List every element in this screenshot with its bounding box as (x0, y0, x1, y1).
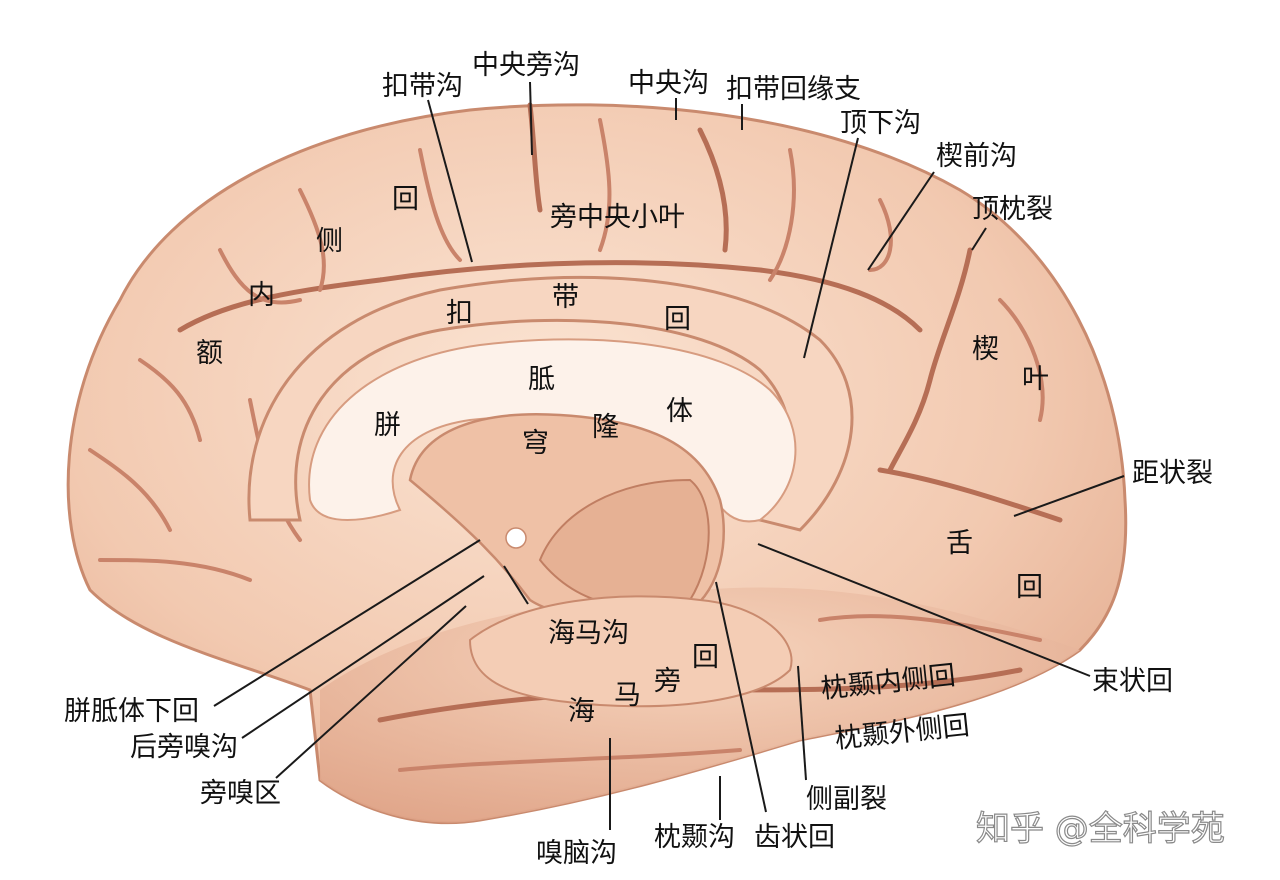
label-posterior-parolfactory-sulcus: 后旁嗅沟 (130, 732, 238, 763)
label-fornix-2: 隆 (592, 412, 619, 443)
label-cingulate-gyrus-2: 带 (552, 282, 579, 313)
label-parahippocampal-4: 回 (692, 642, 719, 673)
label-cuneus-1: 楔 (972, 334, 999, 365)
label-central-sulcus: 中央沟 (628, 68, 709, 99)
label-paracentral-sulcus: 中央旁沟 (472, 50, 580, 81)
hippocampal-region (468, 595, 793, 708)
label-occipitotemporal-sulcus: 枕颞沟 (654, 822, 735, 853)
label-lingual-gyrus-2: 回 (1016, 572, 1043, 603)
corpus-callosum (308, 338, 797, 523)
label-parieto-occipital-fissure: 顶枕裂 (972, 194, 1053, 225)
label-medial-frontal-4: 回 (392, 184, 419, 215)
label-medial-frontal-1: 额 (196, 338, 223, 369)
label-corpus-callosum-3: 体 (666, 396, 693, 427)
label-paracentral-lobule: 旁中央小叶 (550, 202, 685, 233)
label-cuneus-2: 叶 (1022, 364, 1049, 395)
anterior-commissure (505, 527, 527, 549)
label-calcarine-fissure: 距状裂 (1132, 458, 1213, 489)
label-subcallosal-gyrus: 胼胝体下回 (64, 696, 199, 727)
label-collateral-fissure: 侧副裂 (806, 784, 887, 815)
label-rhinal-sulcus: 嗅脑沟 (536, 838, 617, 869)
label-medial-frontal-2: 内 (248, 280, 275, 311)
label-corpus-callosum-2: 胝 (528, 364, 555, 395)
label-dentate-gyrus: 齿状回 (754, 822, 835, 853)
label-parahippocampal-1: 海 (568, 696, 595, 727)
leader-lines (213, 81, 1125, 830)
label-corpus-callosum-1: 胼 (374, 410, 401, 441)
label-subparietal-sulcus: 顶下沟 (840, 108, 921, 139)
label-lingual-gyrus-1: 舌 (946, 528, 973, 559)
label-cingulate-gyrus-3: 回 (664, 304, 691, 335)
watermark: 知乎 @全科学苑 (976, 809, 1225, 849)
cingulate-gyrus-band (247, 275, 854, 532)
label-cingulate-sulcus: 扣带沟 (382, 71, 463, 102)
label-fasciolar-gyrus: 束状回 (1092, 666, 1173, 697)
label-hippocampal-sulcus: 海马沟 (548, 618, 629, 649)
label-parolfactory-area: 旁嗅区 (200, 778, 281, 809)
label-precuneus-sulcus: 楔前沟 (936, 141, 1017, 172)
label-fornix-1: 穹 (522, 428, 549, 459)
label-parahippocampal-2: 马 (614, 680, 641, 711)
sulci-grooves (88, 102, 1063, 772)
label-parahippocampal-3: 旁 (654, 666, 681, 697)
label-medial-frontal-3: 侧 (316, 226, 343, 257)
label-cingulate-gyrus-1: 扣 (446, 298, 473, 329)
label-marginal-branch: 扣带回缘支 (726, 74, 861, 105)
